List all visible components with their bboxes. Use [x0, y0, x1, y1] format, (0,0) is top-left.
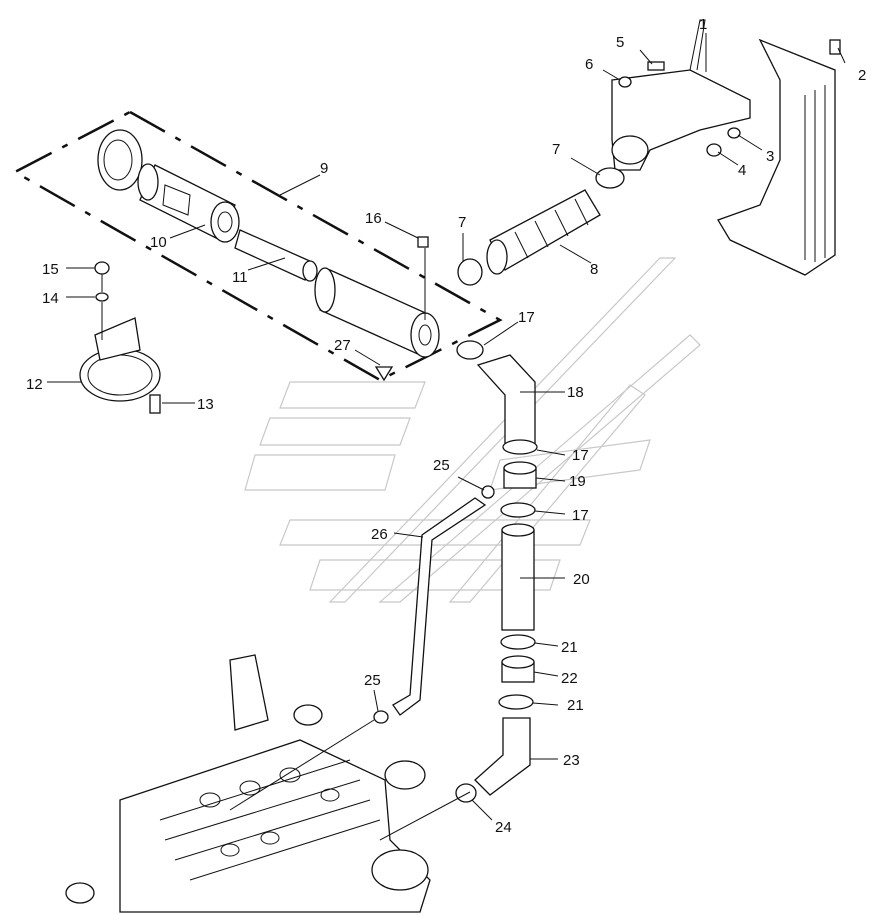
callout-14: 14: [42, 290, 59, 307]
leader-lines: [47, 33, 846, 841]
callout-6: 6: [585, 56, 593, 73]
callout-8: 8: [590, 261, 598, 278]
callout-21-lower: 21: [567, 697, 584, 714]
part-26-tube: [392, 497, 487, 716]
callout-24: 24: [495, 819, 512, 836]
part-25-clamp-upper: [481, 485, 495, 499]
part-23-lower-elbow: [474, 717, 531, 796]
part-21-clamp-upper: [500, 634, 536, 650]
callout-5: 5: [616, 34, 624, 51]
callout-1: 1: [699, 16, 707, 33]
part-20-pipe: [501, 523, 535, 631]
callout-7-upper: 7: [552, 141, 560, 158]
callout-2: 2: [858, 67, 866, 84]
part-27-valve: [374, 366, 394, 382]
engine-block: [65, 654, 431, 913]
callout-26: 26: [371, 526, 388, 543]
part-17-clamp-lower: [500, 502, 536, 518]
callout-25-upper: 25: [433, 457, 450, 474]
callout-11: 11: [232, 269, 248, 286]
callout-17-top: 17: [518, 309, 535, 326]
callout-7-lower: 7: [458, 214, 466, 231]
part-24-clamp: [455, 783, 477, 803]
callout-19: 19: [569, 473, 586, 490]
part-12-band-clamp: [79, 317, 161, 402]
callout-17-bottom: 17: [572, 507, 589, 524]
callout-13: 13: [197, 396, 214, 413]
callout-27: 27: [334, 337, 351, 354]
callout-25-lower: 25: [364, 672, 381, 689]
callout-16: 16: [365, 210, 382, 227]
part-7-clamps: [457, 167, 625, 286]
watermark-logo: [244, 257, 701, 603]
air-cleaner-housing: [314, 267, 440, 358]
part-8-hose: [486, 189, 601, 275]
part-1-air-duct: [611, 19, 751, 171]
callout-9: 9: [320, 160, 328, 177]
callout-20: 20: [573, 571, 590, 588]
part-10-filter-element: [137, 163, 240, 243]
callout-21-upper: 21: [561, 639, 578, 656]
part-25-clamp-lower: [373, 710, 389, 724]
part-16-indicator: [417, 236, 429, 248]
duct-fasteners: [618, 39, 841, 157]
callout-22: 22: [561, 670, 578, 687]
intercooler: [717, 38, 836, 276]
callout-17-middle: 17: [572, 447, 589, 464]
callout-15: 15: [42, 261, 59, 278]
air-cleaner-cap: [97, 129, 143, 191]
callout-12: 12: [26, 376, 43, 393]
callout-18: 18: [567, 384, 584, 401]
part-17-clamp-upper: [502, 439, 538, 455]
callout-4: 4: [738, 162, 746, 179]
part-22-sleeve: [501, 655, 535, 683]
air-cleaner-group-boundary: [12, 110, 503, 382]
part-21-clamp-lower: [498, 694, 534, 710]
callout-labels: 1 2 3 4 5 6 7 7 8 9 10 11 12 13 14 15 16…: [26, 16, 866, 836]
callout-23: 23: [563, 752, 580, 769]
part-19-sleeve: [503, 461, 537, 489]
callout-3: 3: [766, 148, 774, 165]
callout-10: 10: [150, 234, 167, 251]
part-11-safety-element: [234, 229, 318, 282]
